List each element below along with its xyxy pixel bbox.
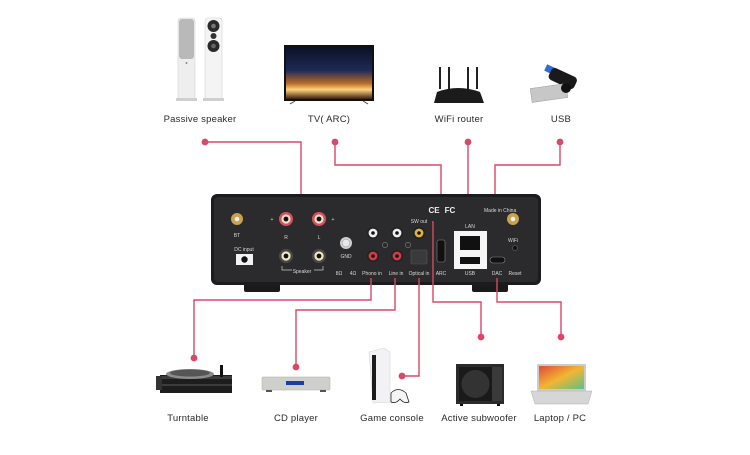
ce-mark: CE xyxy=(428,206,440,215)
dc-input-label: DC input xyxy=(234,247,254,253)
usb-port-label: USB xyxy=(465,271,476,277)
label-active-subwoofer: Active subwoofer xyxy=(441,413,517,424)
connector-dot xyxy=(292,363,300,371)
4ohm-label: 4Ω xyxy=(350,271,357,277)
connector-game-console xyxy=(402,278,420,377)
usb-stick-icon xyxy=(529,64,577,103)
floor-speakers-icon xyxy=(176,17,224,101)
turntable-icon xyxy=(156,365,232,393)
reset-label: Reset xyxy=(508,271,522,277)
label-game-console: Game console xyxy=(360,413,424,424)
plus-label: + xyxy=(332,217,335,223)
dac-label: DAC xyxy=(492,271,503,277)
phono-in-label: Phono in xyxy=(362,271,382,277)
line-in-label: Line in xyxy=(389,271,404,277)
fc-mark: FC xyxy=(445,206,456,215)
speaker-label: Speaker xyxy=(293,269,312,275)
label-cd-player: CD player xyxy=(273,413,319,424)
connector-dot xyxy=(477,333,485,341)
router-icon xyxy=(434,67,484,103)
connector-laptop xyxy=(496,278,562,336)
connector-dot xyxy=(190,354,198,362)
bt-label: BT xyxy=(234,233,240,239)
cd-player-icon xyxy=(261,376,331,392)
plus-label: + xyxy=(271,217,274,223)
connector-dot xyxy=(556,138,564,146)
subwoofer-icon xyxy=(456,364,504,406)
game-console-icon xyxy=(368,347,410,404)
connector-cd-player xyxy=(295,278,396,366)
wifi-port-label: WiFi xyxy=(508,238,518,244)
8ohm-label: 8Ω xyxy=(336,271,343,277)
speaker-l-label: L xyxy=(318,235,321,241)
tv-icon xyxy=(284,45,374,105)
label-laptop: Laptop / PC xyxy=(533,413,587,424)
amplifier-rear-panel: BT DC input R L + + Speaker GND 8Ω 4Ω Ph… xyxy=(211,194,541,292)
connector-dot xyxy=(398,372,406,380)
connector-active-subwoofer xyxy=(432,221,482,336)
made-in-label: Made in China xyxy=(484,208,516,214)
label-passive-speaker: Passive speaker xyxy=(163,114,237,125)
speaker-r-label: R xyxy=(284,235,288,241)
connector-dot xyxy=(201,138,209,146)
label-usb: USB xyxy=(550,114,572,125)
lan-label: LAN xyxy=(465,224,475,230)
label-tv: TV( ARC) xyxy=(307,114,351,125)
arc-label: ARC xyxy=(436,271,447,277)
laptop-icon xyxy=(530,364,593,405)
optical-in-label: Optical in xyxy=(409,271,430,277)
gnd-label: GND xyxy=(340,254,352,260)
connector-dot xyxy=(557,333,565,341)
connector-dot xyxy=(464,138,472,146)
connector-turntable xyxy=(193,278,372,358)
label-wifi-router: WiFi router xyxy=(434,114,484,125)
label-turntable: Turntable xyxy=(167,413,209,424)
connector-dot xyxy=(331,138,339,146)
sw-out-label: SW out xyxy=(411,219,428,225)
